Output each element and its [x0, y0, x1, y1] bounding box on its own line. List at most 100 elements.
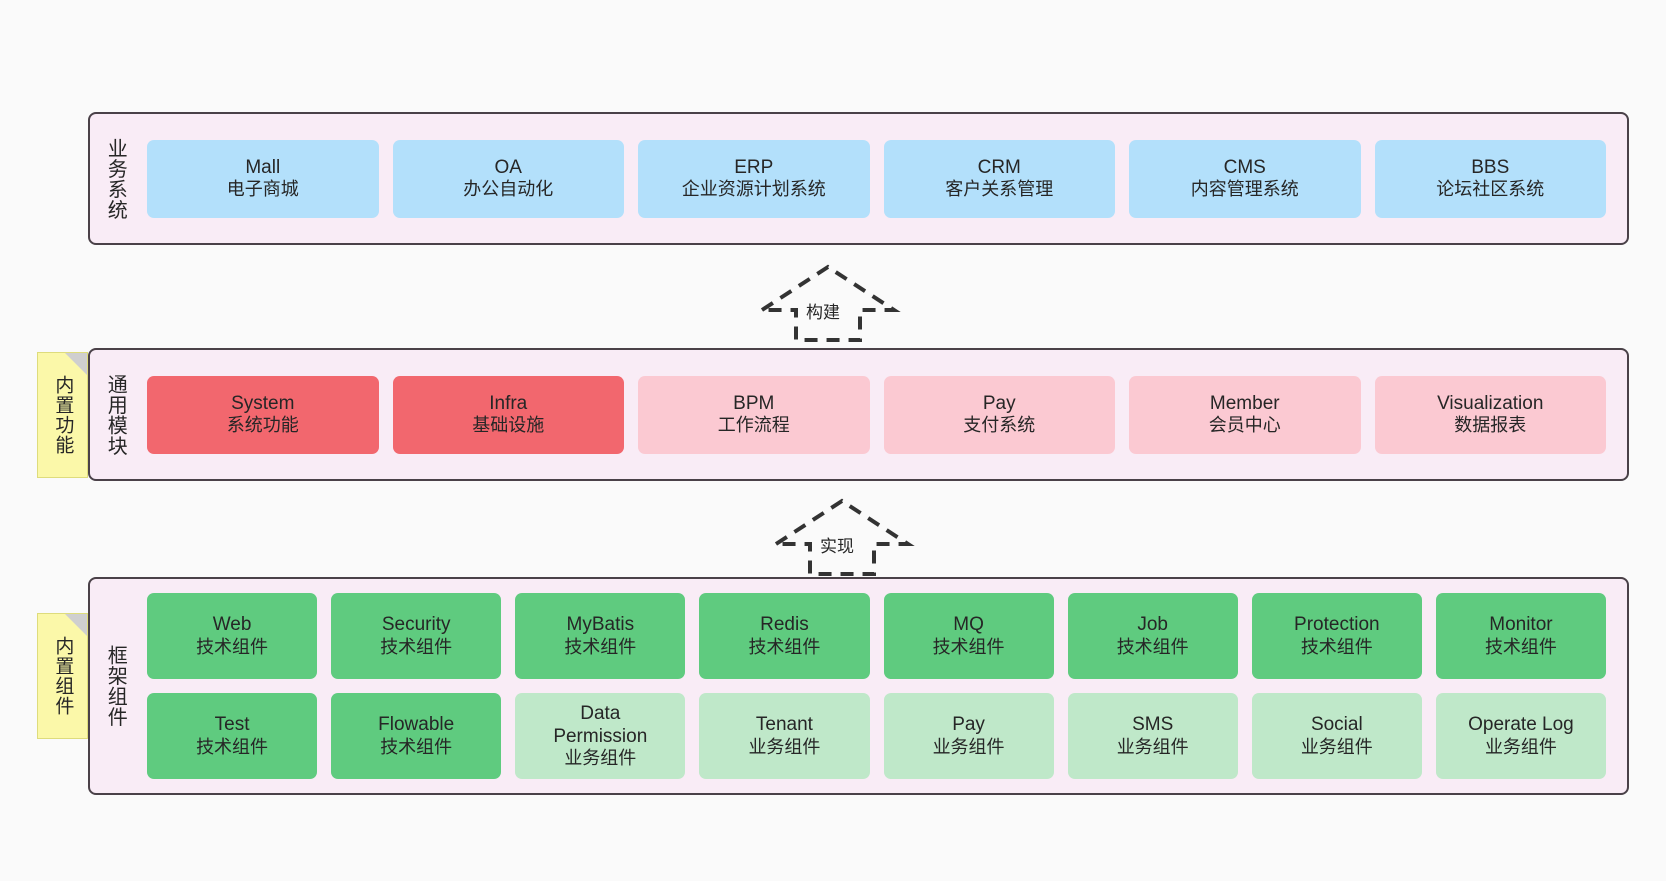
- note-fold-corner-icon: [65, 353, 87, 375]
- cell-social[interactable]: Social 业务组件: [1251, 693, 1422, 779]
- cell-subtitle: 技术组件: [748, 636, 821, 657]
- cell-monitor[interactable]: Monitor 技术组件: [1435, 593, 1606, 679]
- cell-title: OA: [494, 156, 522, 178]
- cell-title: Flowable: [378, 714, 455, 736]
- cell-subtitle: 技术组件: [1300, 636, 1373, 657]
- cell-bbs[interactable]: BBS 论坛社区系统: [1374, 139, 1606, 218]
- cell-subtitle: 技术组件: [196, 636, 269, 657]
- cell-title: Operate Log: [1468, 714, 1574, 736]
- cell-subtitle: 技术组件: [1484, 636, 1557, 657]
- build-arrow-label: 构建: [806, 303, 840, 322]
- framework-row-technical: Web 技术组件 Security 技术组件 MyBatis 技术组件 Redi…: [140, 593, 1613, 679]
- cell-subtitle: 业务组件: [564, 748, 637, 769]
- cell-mybatis[interactable]: MyBatis 技术组件: [515, 593, 686, 679]
- cell-subtitle: 论坛社区系统: [1436, 179, 1545, 200]
- cell-visualization[interactable]: Visualization 数据报表: [1374, 375, 1606, 454]
- layer-framework-components: 框架组件 Web 技术组件 Security 技术组件 MyBatis 技术组件…: [88, 577, 1629, 795]
- cell-subtitle: 业务组件: [1300, 736, 1373, 757]
- cell-cms[interactable]: CMS 内容管理系统: [1129, 139, 1361, 218]
- cell-sms[interactable]: SMS 业务组件: [1067, 693, 1238, 779]
- layer-label-business-systems: 业务系统: [104, 137, 127, 220]
- cell-erp[interactable]: ERP 企业资源计划系统: [638, 139, 870, 218]
- sticky-note-builtin-components: 内置组件: [37, 613, 88, 739]
- cell-title: Redis: [760, 614, 809, 636]
- cell-data-permission[interactable]: Data Permission 业务组件: [515, 693, 686, 779]
- cell-pay[interactable]: Pay 支付系统: [883, 375, 1115, 454]
- implement-arrow: 实现: [769, 496, 915, 578]
- framework-row-business: Test 技术组件 Flowable 技术组件 Data Permission …: [140, 693, 1613, 779]
- cell-title: Data Permission: [553, 702, 648, 748]
- cell-web[interactable]: Web 技术组件: [147, 593, 318, 679]
- cell-subtitle: 业务组件: [932, 736, 1005, 757]
- cell-title: SMS: [1132, 714, 1174, 736]
- cell-title: System: [231, 392, 295, 414]
- cell-subtitle: 内容管理系统: [1190, 179, 1299, 200]
- note-fold-corner-icon: [65, 614, 87, 636]
- layer-label-framework-components: 框架组件: [104, 645, 127, 727]
- cell-flowable[interactable]: Flowable 技术组件: [331, 693, 502, 779]
- sticky-note-text: 内置功能: [52, 375, 74, 455]
- cell-subtitle: 系统功能: [226, 415, 299, 436]
- sticky-note-builtin-features: 内置功能: [37, 352, 88, 478]
- cell-mq[interactable]: MQ 技术组件: [883, 593, 1054, 679]
- build-arrow: 构建: [755, 262, 901, 344]
- cell-title: Social: [1310, 714, 1363, 736]
- cell-subtitle: 技术组件: [1116, 636, 1189, 657]
- cell-subtitle: 客户关系管理: [945, 179, 1054, 200]
- layer-body-common-modules: System 系统功能 Infra 基础设施 BPM 工作流程 Pay 支付系统…: [134, 350, 1627, 479]
- sticky-note-text: 内置组件: [52, 636, 74, 716]
- cell-subtitle: 技术组件: [932, 636, 1005, 657]
- cell-infra[interactable]: Infra 基础设施: [392, 375, 624, 454]
- cell-subtitle: 数据报表: [1454, 415, 1527, 436]
- cell-title: Web: [212, 614, 252, 636]
- cell-subtitle: 业务组件: [1484, 736, 1557, 757]
- cell-pay-component[interactable]: Pay 业务组件: [883, 693, 1054, 779]
- cell-mall[interactable]: Mall 电子商城: [147, 139, 379, 218]
- cell-tenant[interactable]: Tenant 业务组件: [699, 693, 870, 779]
- layer-body-framework-components: Web 技术组件 Security 技术组件 MyBatis 技术组件 Redi…: [134, 579, 1627, 793]
- cell-title: BBS: [1471, 156, 1510, 178]
- cell-title: ERP: [734, 156, 774, 178]
- layer-body-business-systems: Mall 电子商城 OA 办公自动化 ERP 企业资源计划系统 CRM 客户关系…: [134, 114, 1627, 243]
- cell-title: Security: [381, 614, 451, 636]
- cell-subtitle: 企业资源计划系统: [681, 179, 826, 200]
- implement-arrow-label: 实现: [820, 537, 854, 556]
- cell-oa[interactable]: OA 办公自动化: [392, 139, 624, 218]
- cell-job[interactable]: Job 技术组件: [1067, 593, 1238, 679]
- layer-business-systems: 业务系统 Mall 电子商城 OA 办公自动化 ERP 企业资源计划系统 CRM…: [88, 112, 1629, 245]
- cell-test[interactable]: Test 技术组件: [147, 693, 318, 779]
- cell-crm[interactable]: CRM 客户关系管理: [883, 139, 1115, 218]
- cell-title: Member: [1209, 392, 1280, 414]
- cell-title: Test: [214, 714, 250, 736]
- cell-bpm[interactable]: BPM 工作流程: [638, 375, 870, 454]
- cell-title: Job: [1137, 614, 1168, 636]
- cell-title: CMS: [1223, 156, 1266, 178]
- cell-subtitle: 业务组件: [748, 736, 821, 757]
- cell-title: MQ: [953, 614, 984, 636]
- cell-title: Infra: [489, 392, 528, 414]
- cell-subtitle: 电子商城: [226, 179, 299, 200]
- cell-title: MyBatis: [566, 614, 635, 636]
- layer-common-modules: 通用模块 System 系统功能 Infra 基础设施 BPM 工作流程 Pay…: [88, 348, 1629, 481]
- cell-subtitle: 技术组件: [380, 636, 453, 657]
- cell-subtitle: 技术组件: [196, 736, 269, 757]
- cell-subtitle: 支付系统: [963, 415, 1036, 436]
- cell-redis[interactable]: Redis 技术组件: [699, 593, 870, 679]
- cell-title: Protection: [1294, 614, 1380, 636]
- layer-label-common-modules: 通用模块: [104, 373, 127, 456]
- cell-protection[interactable]: Protection 技术组件: [1251, 593, 1422, 679]
- cell-title: Monitor: [1489, 614, 1553, 636]
- cell-title: Tenant: [755, 714, 813, 736]
- cell-subtitle: 业务组件: [1116, 736, 1189, 757]
- cell-subtitle: 技术组件: [564, 636, 637, 657]
- cell-title: BPM: [733, 392, 775, 414]
- cell-system[interactable]: System 系统功能: [147, 375, 379, 454]
- cell-security[interactable]: Security 技术组件: [331, 593, 502, 679]
- cell-title: Visualization: [1437, 392, 1544, 414]
- cell-title: Pay: [952, 714, 985, 736]
- cell-operate-log[interactable]: Operate Log 业务组件: [1435, 693, 1606, 779]
- cell-member[interactable]: Member 会员中心: [1129, 375, 1361, 454]
- cell-title: Pay: [982, 392, 1016, 414]
- cell-subtitle: 会员中心: [1208, 415, 1281, 436]
- cell-subtitle: 工作流程: [717, 415, 790, 436]
